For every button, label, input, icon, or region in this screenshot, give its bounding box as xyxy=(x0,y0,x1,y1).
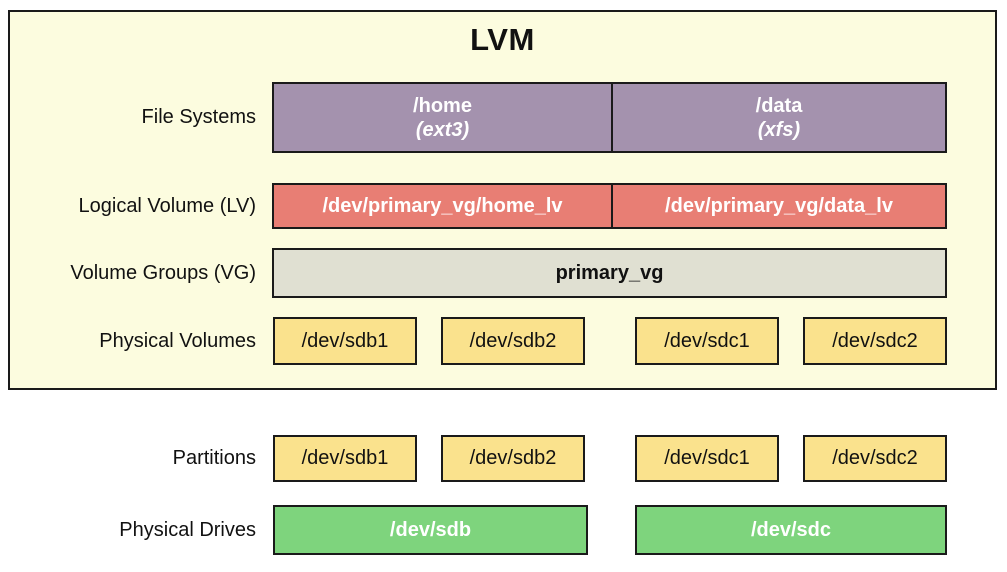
label-file-systems: File Systems xyxy=(141,106,256,128)
logical-volumes-row: /dev/primary_vg/home_lv /dev/primary_vg/… xyxy=(272,183,947,229)
physical-volume-sdc1: /dev/sdc1 xyxy=(635,317,779,365)
partition-sdb2: /dev/sdb2 xyxy=(441,435,585,482)
label-partitions: Partitions xyxy=(172,447,256,469)
filesystem-data-mount: /data xyxy=(755,94,803,117)
physical-drive-sdb: /dev/sdb xyxy=(273,505,588,555)
physical-volume-sdc2: /dev/sdc2 xyxy=(803,317,947,365)
label-physical-drives: Physical Drives xyxy=(119,518,256,541)
physical-volume-sdb2: /dev/sdb2 xyxy=(441,317,585,365)
partition-sdb1: /dev/sdb1 xyxy=(273,435,417,482)
volume-group-box: primary_vg xyxy=(272,248,947,298)
logical-volume-data: /dev/primary_vg/data_lv xyxy=(611,185,945,227)
filesystem-home-type: (ext3) xyxy=(415,118,470,141)
label-volume-groups: Volume Groups (VG) xyxy=(70,261,256,284)
label-logical-volume: Logical Volume (LV) xyxy=(78,194,257,217)
filesystem-home-mount: /home xyxy=(413,94,472,117)
filesystem-data: /data (xfs) xyxy=(611,84,945,151)
filesystem-data-type: (xfs) xyxy=(757,118,801,141)
file-systems-row: /home (ext3) /data (xfs) xyxy=(272,82,947,153)
filesystem-home: /home (ext3) xyxy=(274,84,611,151)
logical-volume-home: /dev/primary_vg/home_lv xyxy=(274,185,611,227)
label-physical-volumes: Physical Volumes xyxy=(99,329,256,352)
diagram-title: LVM xyxy=(470,22,535,57)
physical-volume-sdb1: /dev/sdb1 xyxy=(273,317,417,365)
physical-drive-sdc: /dev/sdc xyxy=(635,505,947,555)
partition-sdc1: /dev/sdc1 xyxy=(635,435,779,482)
partition-sdc2: /dev/sdc2 xyxy=(803,435,947,482)
